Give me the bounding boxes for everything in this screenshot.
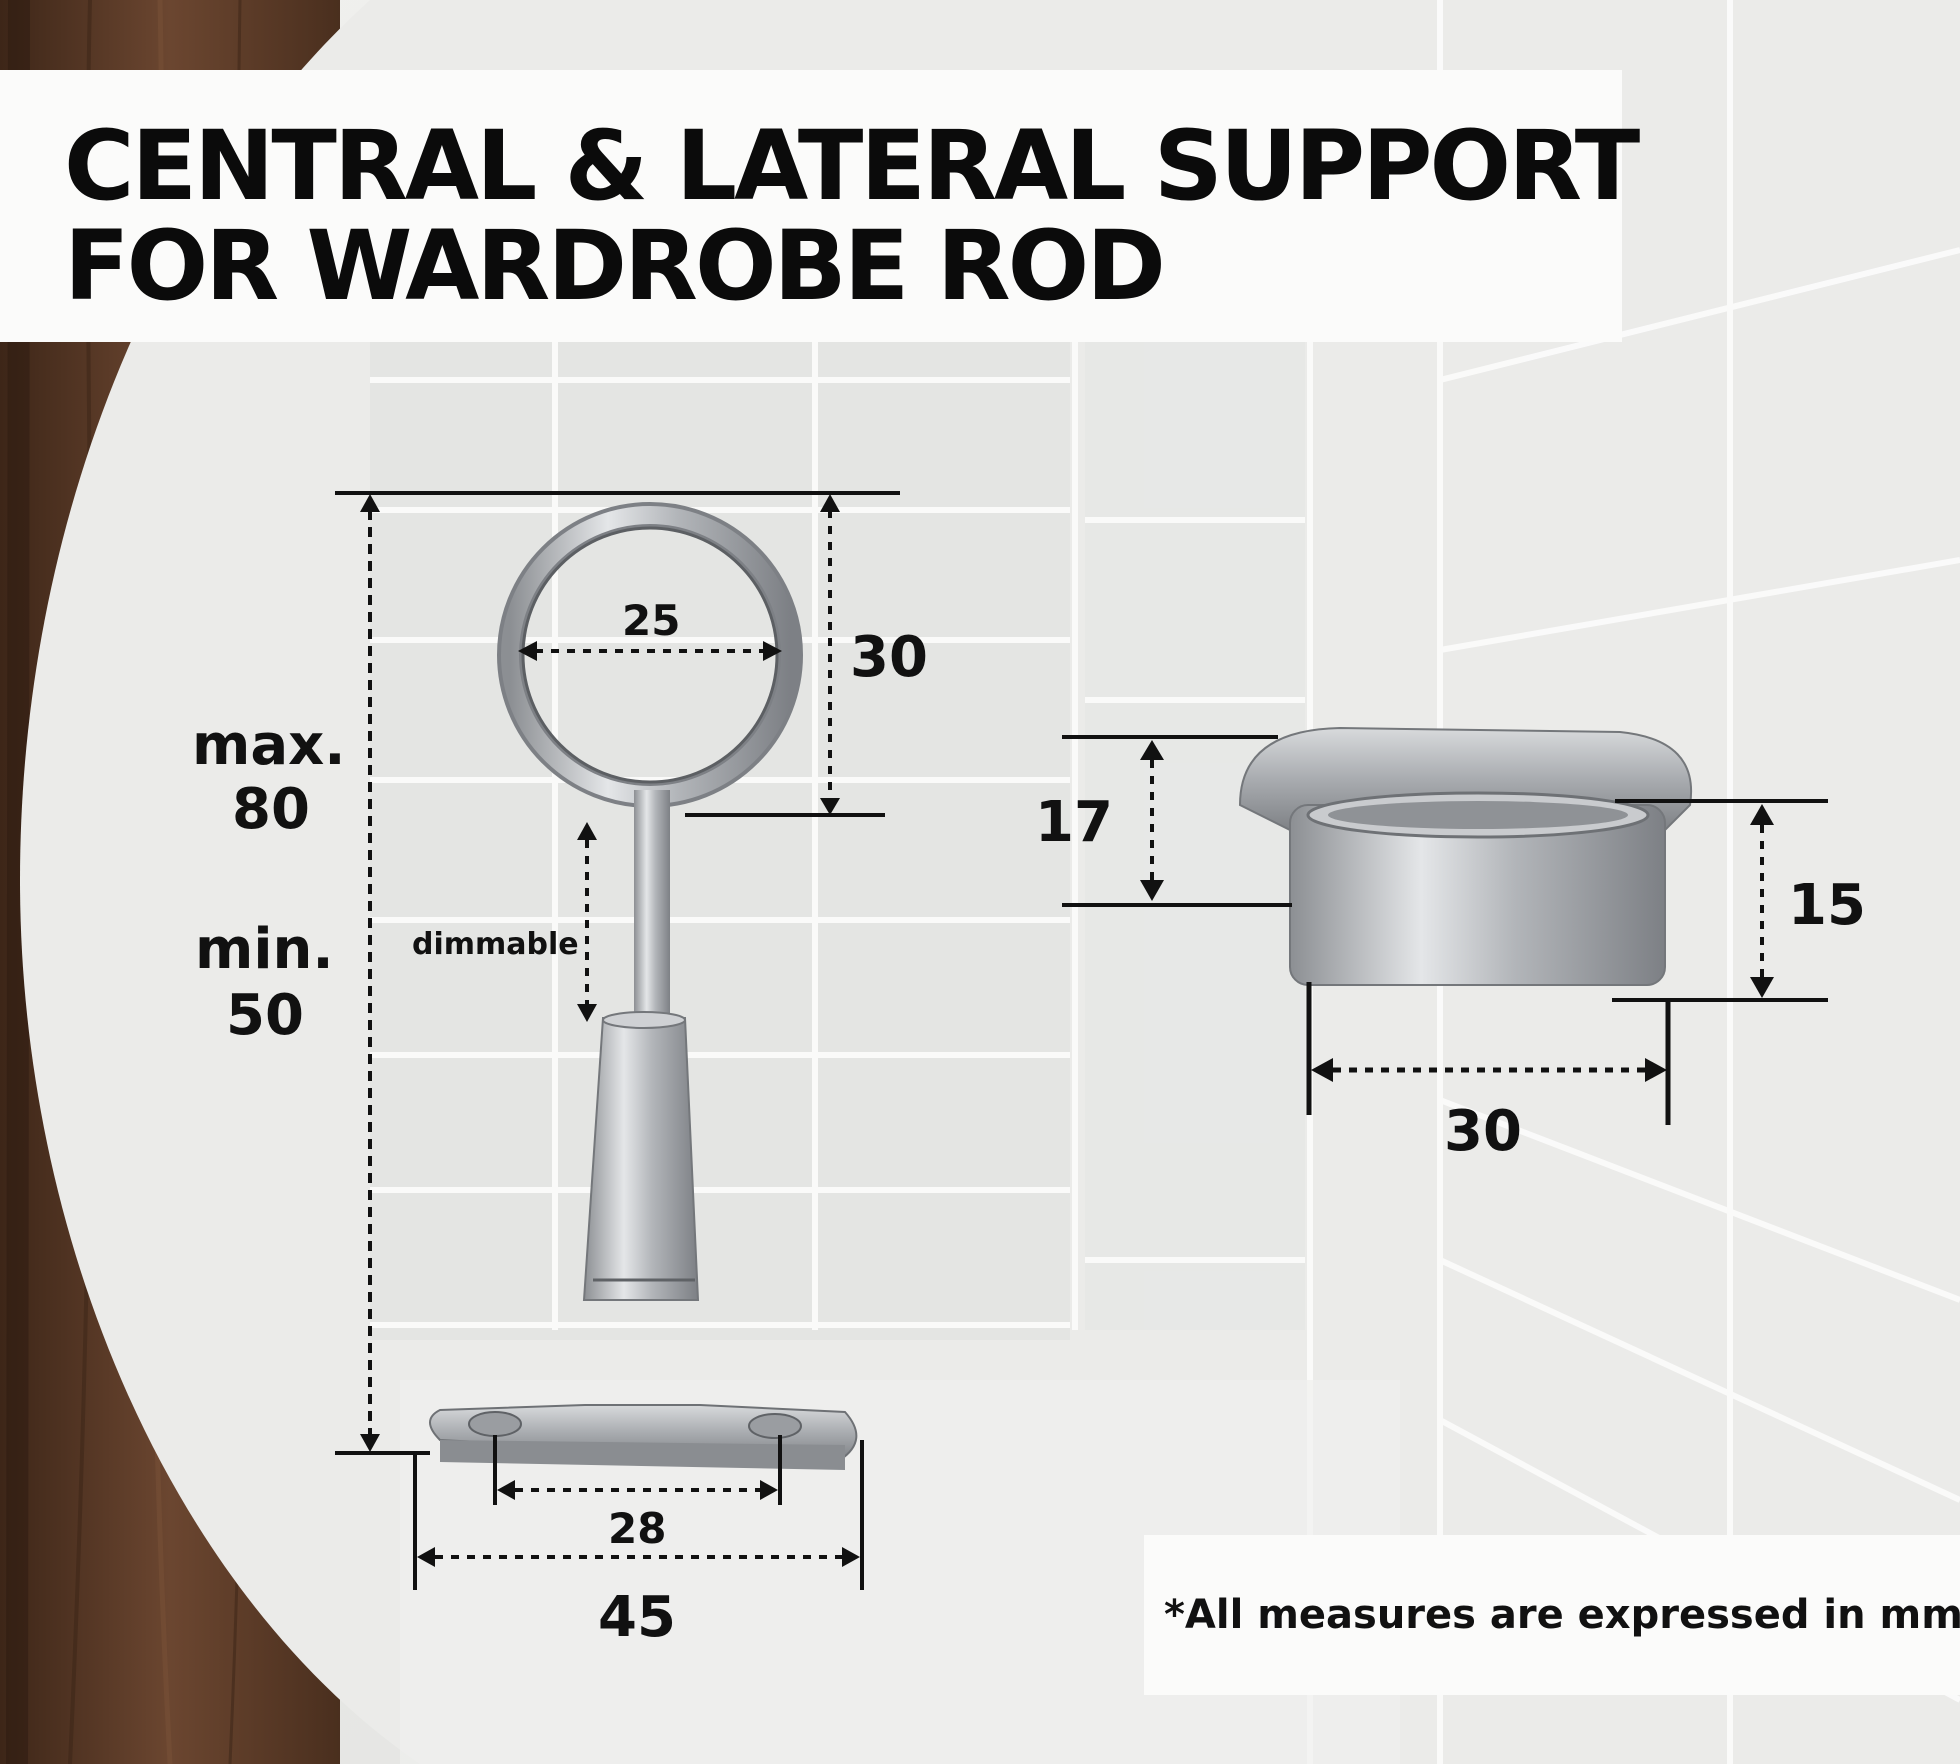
adjust-label: dimmable bbox=[412, 927, 579, 962]
central-dimension-lines bbox=[335, 491, 900, 1590]
min-value: 50 bbox=[226, 983, 304, 1048]
hole-spacing-value: 28 bbox=[608, 1504, 667, 1553]
title-panel: CENTRAL & LATERAL SUPPORT FOR WARDROBE R… bbox=[0, 70, 1640, 342]
note-panel: *All measures are expressed in mm bbox=[1144, 1535, 1960, 1695]
lateral-dimension-lines bbox=[1062, 735, 1828, 1125]
ring-height-value: 30 bbox=[850, 625, 928, 690]
max-label: max. bbox=[192, 713, 346, 778]
base-length-value: 45 bbox=[598, 1585, 676, 1650]
central-support-image bbox=[429, 502, 858, 1470]
ring-diameter-value: 25 bbox=[622, 596, 681, 645]
max-value: 80 bbox=[232, 777, 310, 842]
title-line-2: FOR WARDROBE ROD bbox=[64, 210, 1166, 322]
shelving-background bbox=[370, 0, 1960, 1764]
flange-height-value: 17 bbox=[1035, 790, 1113, 855]
units-note: *All measures are expressed in mm bbox=[1164, 1592, 1960, 1638]
cup-width-value: 30 bbox=[1444, 1099, 1522, 1164]
title-line-1: CENTRAL & LATERAL SUPPORT bbox=[64, 110, 1640, 222]
min-label: min. bbox=[195, 917, 334, 982]
cup-height-value: 15 bbox=[1788, 873, 1866, 938]
lateral-support-image bbox=[1238, 726, 1693, 986]
